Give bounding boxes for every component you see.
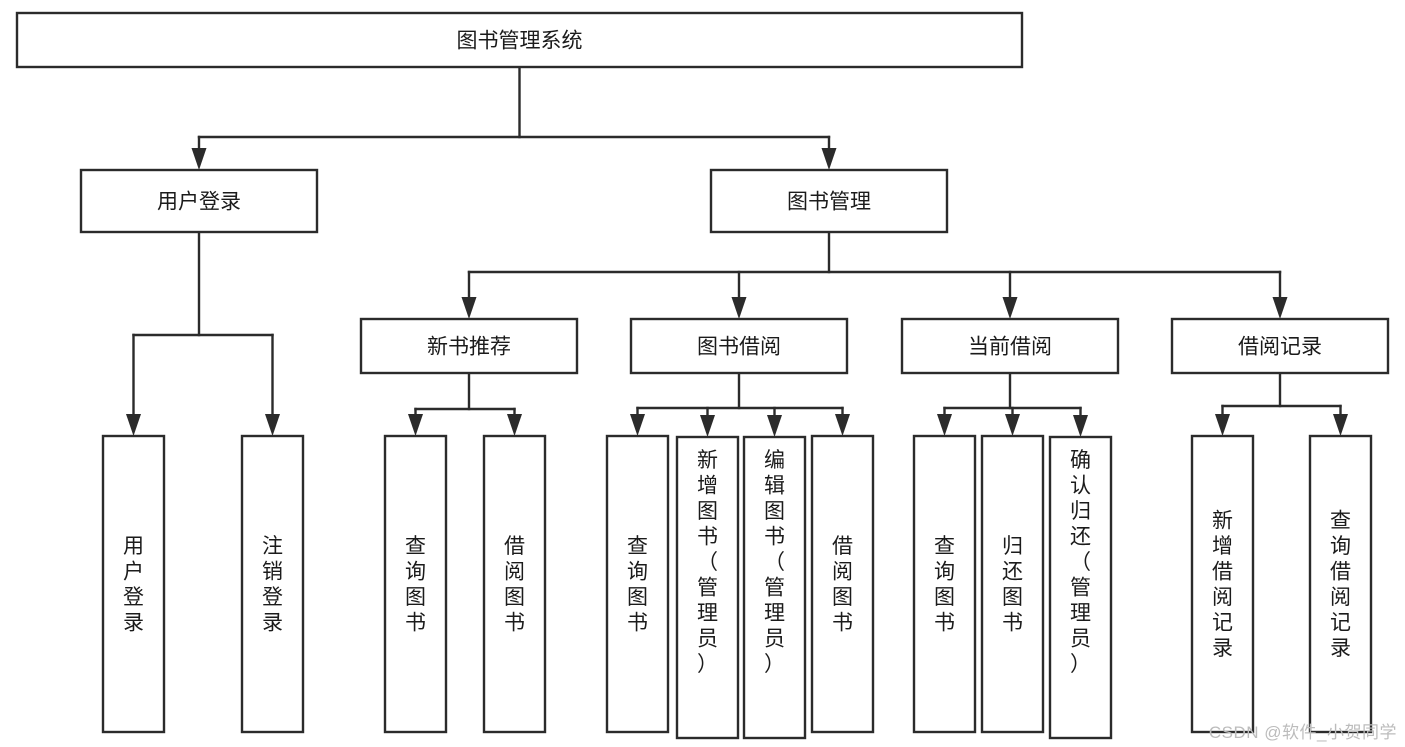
node-label: 用户登录	[123, 535, 144, 635]
node-box	[1048, 435, 1113, 740]
diagram-node-leaf-user-logout[interactable]: 注销登录	[240, 434, 305, 734]
node-box	[900, 317, 1120, 375]
diagram-node-root[interactable]: 图书管理系统	[15, 11, 1024, 69]
diagram-node-leaf-bb-edit[interactable]: 编辑图书（管理员）	[742, 435, 807, 740]
node-label: 查询图书	[627, 535, 648, 635]
arrow-head-icon	[1073, 415, 1088, 437]
diagram-node-new-book-rec[interactable]: 新书推荐	[359, 317, 579, 375]
node-box	[79, 168, 319, 234]
arrow-head-icon	[835, 414, 850, 436]
node-box	[675, 435, 740, 740]
arrow-head-icon	[937, 414, 952, 436]
arrow-head-icon	[700, 415, 715, 437]
diagram-node-leaf-rec-borrow[interactable]: 借阅图书	[482, 434, 547, 734]
node-label: 用户登录	[157, 191, 241, 214]
node-box	[359, 317, 579, 375]
arrow-head-icon	[821, 148, 837, 170]
node-box	[1170, 317, 1390, 375]
node-box	[742, 435, 807, 740]
node-label: 新书推荐	[427, 336, 511, 359]
diagram-node-user-login[interactable]: 用户登录	[79, 168, 319, 234]
node-label: 编辑图书（管理员）	[764, 449, 785, 676]
arrow-head-icon	[507, 414, 522, 436]
node-label: 借阅记录	[1238, 336, 1322, 359]
node-box	[383, 434, 448, 734]
node-label: 新增图书（管理员）	[697, 449, 718, 676]
arrow-head-icon	[191, 148, 207, 170]
diagram-node-borrow-log[interactable]: 借阅记录	[1170, 317, 1390, 375]
node-box	[912, 434, 977, 734]
node-box	[980, 434, 1045, 734]
arrow-head-icon	[461, 297, 477, 319]
diagram-node-leaf-cb-query[interactable]: 查询图书	[912, 434, 977, 734]
node-layer: 图书管理系统用户登录图书管理新书推荐图书借阅当前借阅借阅记录用户登录注销登录查询…	[15, 11, 1390, 740]
diagram-node-leaf-user-login[interactable]: 用户登录	[101, 434, 166, 734]
node-box	[605, 434, 670, 734]
node-label: 确认归还（管理员）	[1070, 449, 1091, 676]
arrow-head-icon	[767, 415, 782, 437]
diagram-node-cur-borrow[interactable]: 当前借阅	[900, 317, 1120, 375]
diagram-node-leaf-log-query[interactable]: 查询借阅记录	[1308, 434, 1373, 734]
arrow-head-icon	[1002, 297, 1018, 319]
node-label: 借阅图书	[504, 535, 525, 635]
diagram-node-leaf-rec-query[interactable]: 查询图书	[383, 434, 448, 734]
diagram-node-leaf-bb-query[interactable]: 查询图书	[605, 434, 670, 734]
diagram-node-leaf-cb-confirm[interactable]: 确认归还（管理员）	[1048, 435, 1113, 740]
node-box	[709, 168, 949, 234]
arrow-head-icon	[1272, 297, 1288, 319]
node-box	[1308, 434, 1373, 734]
node-label: 注销登录	[262, 535, 283, 635]
arrow-head-icon	[731, 297, 747, 319]
watermark-text: CSDN @软件_小贺同学	[1208, 723, 1397, 742]
diagram-node-leaf-log-add[interactable]: 新增借阅记录	[1190, 434, 1255, 734]
node-label: 新增借阅记录	[1212, 509, 1233, 660]
diagram-node-leaf-bb-borrow[interactable]: 借阅图书	[810, 434, 875, 734]
connector-layer	[126, 65, 1348, 437]
node-label: 归还图书	[1002, 535, 1023, 635]
arrow-head-icon	[1215, 414, 1230, 436]
diagram-node-leaf-bb-add[interactable]: 新增图书（管理员）	[675, 435, 740, 740]
arrow-head-icon	[265, 414, 280, 436]
node-box	[629, 317, 849, 375]
node-label: 查询借阅记录	[1330, 509, 1351, 660]
arrow-head-icon	[126, 414, 141, 436]
node-box	[101, 434, 166, 734]
node-label: 借阅图书	[832, 535, 853, 635]
node-label: 图书管理	[787, 191, 871, 214]
diagram-node-book-borrow[interactable]: 图书借阅	[629, 317, 849, 375]
arrow-head-icon	[1005, 414, 1020, 436]
node-box	[1190, 434, 1255, 734]
diagram-node-book-mgmt[interactable]: 图书管理	[709, 168, 949, 234]
node-label: 查询图书	[934, 535, 955, 635]
node-label: 查询图书	[405, 535, 426, 635]
node-label: 图书借阅	[697, 336, 781, 359]
diagram-node-leaf-cb-return[interactable]: 归还图书	[980, 434, 1045, 734]
node-box	[482, 434, 547, 734]
node-label: 当前借阅	[968, 336, 1052, 359]
node-box	[810, 434, 875, 734]
arrow-head-icon	[630, 414, 645, 436]
node-label: 图书管理系统	[457, 30, 583, 53]
node-box	[240, 434, 305, 734]
arrow-head-icon	[1333, 414, 1348, 436]
node-box	[15, 11, 1024, 69]
arrow-head-icon	[408, 414, 423, 436]
